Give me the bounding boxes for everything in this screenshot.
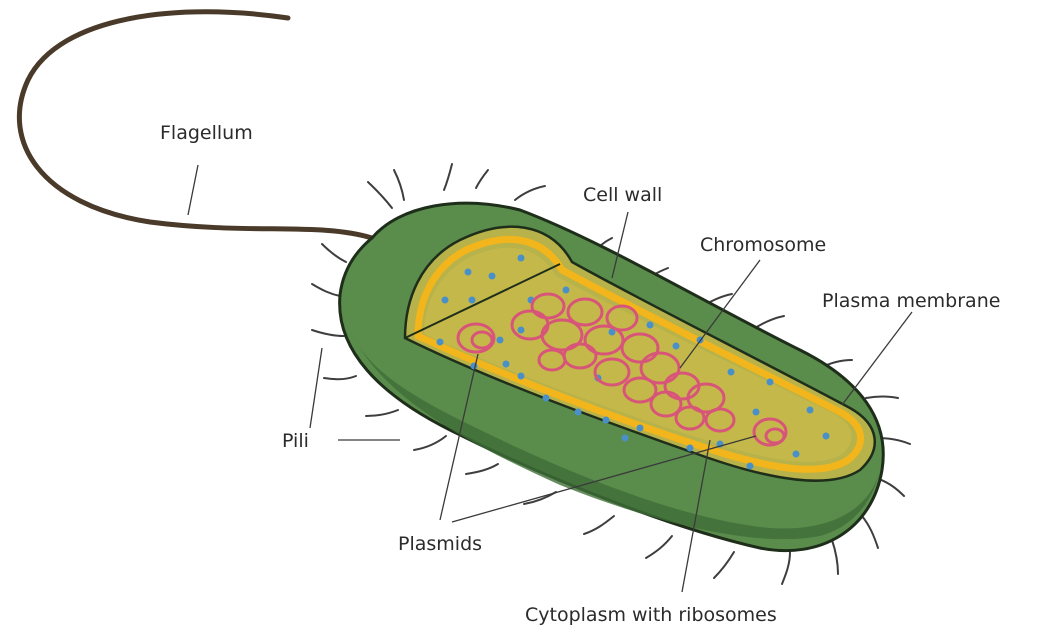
label-chromosome: Chromosome xyxy=(700,234,826,256)
label-plasmids: Plasmids xyxy=(398,533,482,555)
leader-flagellum xyxy=(188,165,198,215)
leader-plasma-membrane xyxy=(842,312,912,405)
label-cytoplasm: Cytoplasm with ribosomes xyxy=(525,604,777,626)
label-cell-wall: Cell wall xyxy=(583,184,662,206)
label-flagellum: Flagellum xyxy=(160,122,253,144)
label-plasma-membrane: Plasma membrane xyxy=(822,290,1000,312)
leader-pili-a xyxy=(310,348,322,428)
label-pili: Pili xyxy=(282,430,309,452)
